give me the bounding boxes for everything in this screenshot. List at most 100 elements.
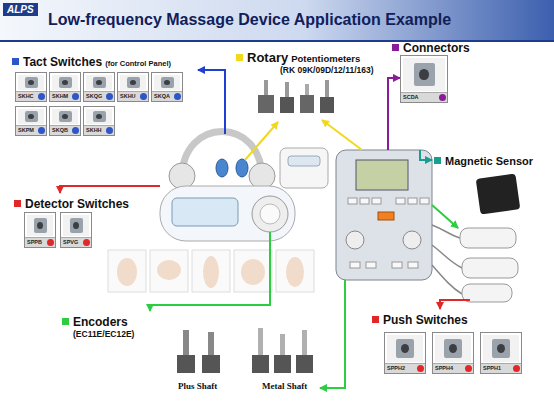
info-icon xyxy=(72,93,79,100)
body-part-photos xyxy=(276,250,314,292)
part-photo xyxy=(86,109,112,124)
part-label-bar: SKQA xyxy=(152,91,182,101)
info-icon xyxy=(106,93,113,100)
part-thumbnail: SKQG xyxy=(83,72,115,102)
group-heading: Connectors xyxy=(392,38,472,56)
group-subtitle: (RK 09K/09D/12/11/163) xyxy=(236,66,393,76)
part-label-bar: SKQG xyxy=(84,91,114,101)
therapy-unit-illustration xyxy=(462,258,518,278)
group-subtitle: (for Control Panel) xyxy=(105,59,171,68)
body-part-photos xyxy=(157,260,181,280)
potentiometer-photos xyxy=(300,95,314,113)
info-icon xyxy=(38,93,45,100)
group-heading: Magnetic Sensor xyxy=(434,151,552,169)
part-thumbnail: SPPB xyxy=(24,212,56,248)
component-group: Encoders(EC11E/EC12E) xyxy=(62,312,167,344)
massage-device-illustration xyxy=(260,204,280,224)
leader-arrow xyxy=(150,232,270,311)
part-number: SCDA xyxy=(403,94,419,100)
encoder-photos xyxy=(177,328,313,373)
component-group: Tact Switches(for Control Panel)SKHCSKHM… xyxy=(12,52,194,144)
leader-arrow xyxy=(440,300,470,309)
part-photo xyxy=(403,58,445,91)
encoder-photos xyxy=(177,355,195,373)
leader-arrow xyxy=(198,70,225,134)
leader-arrow xyxy=(60,186,160,193)
part-photo xyxy=(52,75,78,90)
encoder-photos xyxy=(183,330,189,355)
potentiometer-photos xyxy=(305,84,309,95)
part-label-bar: SKHH xyxy=(84,125,114,135)
body-part-photos xyxy=(150,250,188,292)
encoder-photos xyxy=(302,330,307,355)
company-logo: ALPS xyxy=(3,3,38,16)
part-number: SKHC xyxy=(18,93,34,99)
massage-device-illustration xyxy=(249,163,275,189)
body-part-photos xyxy=(234,250,272,292)
encoder-photos xyxy=(252,355,269,373)
leader-arrow xyxy=(320,280,345,388)
leader-arrow xyxy=(388,78,400,150)
leader-arrow xyxy=(322,120,362,150)
part-label-bar: SPPH2 xyxy=(385,363,425,373)
part-number: SPPH4 xyxy=(435,365,453,371)
therapy-unit-illustration xyxy=(403,231,421,249)
leader-arrow xyxy=(60,70,470,388)
info-icon xyxy=(72,127,79,134)
part-number: SPPB xyxy=(27,239,42,245)
therapy-unit-illustration xyxy=(378,212,394,220)
part-photo xyxy=(387,335,423,362)
encoder-photos xyxy=(274,355,291,373)
therapy-unit-illustration xyxy=(350,262,360,268)
group-heading: RotaryPotentiometers(RK 09K/09D/12/11/16… xyxy=(236,48,396,76)
color-bullet xyxy=(392,44,399,51)
part-label-bar: SCDA xyxy=(401,92,447,102)
shaft-label: Plus Shaft xyxy=(178,381,217,391)
info-icon xyxy=(140,93,147,100)
part-thumbnail: SKHM xyxy=(49,72,81,102)
encoder-photos xyxy=(258,328,263,355)
part-number: SKQG xyxy=(86,93,102,99)
component-group: Push SwitchesSPPH2 SPPH4 SPPH1 xyxy=(372,310,550,380)
therapy-unit-illustration xyxy=(432,265,462,294)
info-icon xyxy=(439,94,446,101)
part-thumbnail: SPPH2 xyxy=(384,332,426,374)
part-number: SKHH xyxy=(86,127,102,133)
massage-device-illustration xyxy=(160,132,328,242)
part-number: SKPM xyxy=(18,127,34,133)
potentiometer-photos xyxy=(320,97,334,113)
potentiometer-photos xyxy=(285,82,289,97)
potentiometer-photos xyxy=(325,80,329,97)
therapy-unit-illustration xyxy=(408,198,417,204)
part-label-bar: SKHU xyxy=(118,91,148,101)
info-icon xyxy=(47,239,54,246)
shaft-label: Metal Shaft xyxy=(262,381,307,391)
magnetic-sensor-photo xyxy=(476,173,521,214)
part-photo xyxy=(86,75,112,90)
part-photo xyxy=(18,75,44,90)
therapy-unit-illustration xyxy=(432,245,462,268)
massage-device-illustration xyxy=(252,196,288,232)
massage-device-illustration xyxy=(216,159,228,177)
therapy-unit-illustration xyxy=(396,198,405,204)
header-band xyxy=(0,0,554,41)
therapy-unit-illustration xyxy=(356,160,408,190)
part-thumbnail: SPPH1 xyxy=(480,332,522,374)
therapy-unit-illustration xyxy=(346,231,364,249)
part-thumbnail: SCDA xyxy=(400,55,448,103)
body-part-photos xyxy=(108,250,314,292)
part-label-bar: SPVG xyxy=(61,237,91,247)
massage-device-illustration xyxy=(160,186,295,241)
therapy-unit-illustration xyxy=(366,262,376,268)
info-icon xyxy=(83,239,90,246)
encoder-photos xyxy=(280,334,285,355)
part-photo xyxy=(154,75,180,90)
leader-arrow xyxy=(245,122,278,160)
group-title: Push Switches xyxy=(383,313,468,327)
part-number: SPPH1 xyxy=(483,365,501,371)
part-thumbnail: SKPM xyxy=(15,106,47,136)
massage-device-illustration xyxy=(236,159,248,177)
part-photo xyxy=(63,215,89,236)
part-label-bar: SPPB xyxy=(25,237,55,247)
